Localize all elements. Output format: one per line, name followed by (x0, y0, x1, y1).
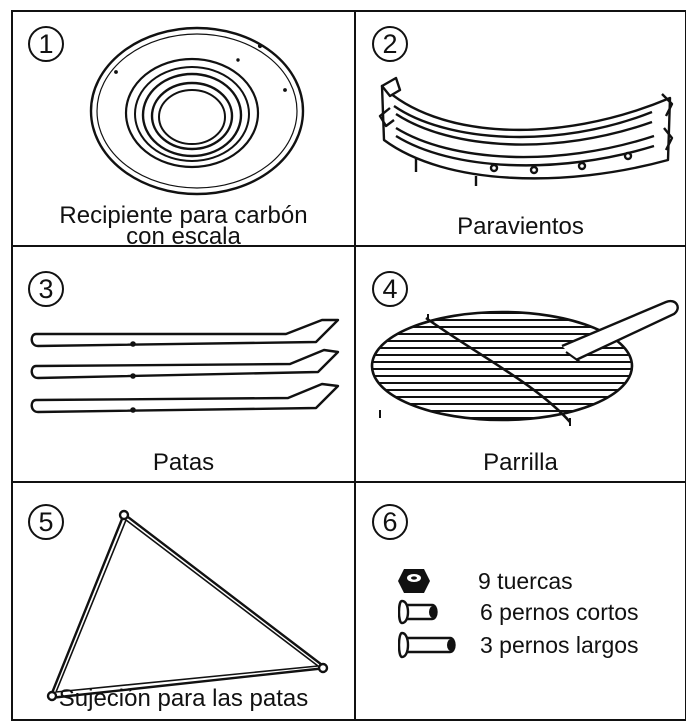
hardware-row-short-bolts: 6 pernos cortos (398, 597, 639, 627)
part-name-1-line1: Recipiente para carbón (59, 202, 308, 229)
part-name-2: Paravientos (457, 213, 584, 240)
part-name-3: Patas (152, 449, 215, 476)
wind-guard-illustration (378, 76, 674, 186)
part-name-4: Parrilla (483, 449, 558, 476)
part-cell-5 (11, 481, 356, 721)
hardware-label-nuts: 9 tuercas (478, 568, 573, 594)
part-cell-1 (11, 10, 356, 247)
hardware-label-long-bolts: 3 pernos largos (480, 632, 639, 658)
part-number-5: 5 (28, 504, 64, 540)
part-cell-3 (11, 245, 356, 483)
legs-illustration (30, 318, 340, 414)
part-number-1: 1 (28, 26, 64, 62)
part-number-2: 2 (372, 26, 408, 62)
charcoal-bowl-illustration (89, 26, 305, 196)
part-name-1-line2: con escala (126, 223, 241, 250)
long-bolt-icon (398, 631, 456, 659)
grill-grate-illustration (370, 299, 679, 426)
nut-icon (398, 569, 430, 593)
short-bolt-icon (398, 599, 438, 625)
hardware-row-long-bolts: 3 pernos largos (398, 629, 639, 661)
hardware-label-short-bolts: 6 pernos cortos (480, 599, 639, 625)
leg-brace-illustration (46, 509, 329, 702)
hardware-row-nuts: 9 tuercas (396, 566, 573, 596)
part-number-6: 6 (372, 504, 408, 540)
part-number-3: 3 (28, 271, 64, 307)
part-name-1: Recipiente para carbón con escala (11, 204, 356, 249)
part-number-4: 4 (372, 271, 408, 307)
part-name-5: Sujeción para las patas (58, 685, 309, 712)
